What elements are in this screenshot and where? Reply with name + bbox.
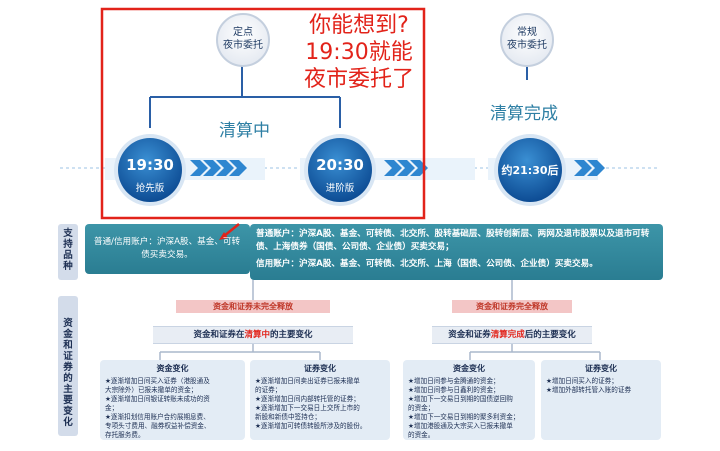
right-main-pre: 资金和证券: [448, 330, 491, 340]
timeline-arrows-3: [574, 160, 605, 176]
time-1930-sub: 抢先版: [135, 183, 165, 194]
timeline-arrows-1: [190, 160, 247, 176]
card3-line: ★增加港股通及大宗买入已报未撤单: [408, 422, 513, 430]
left-pink-bar: 资金和证券未完全释放: [176, 300, 330, 313]
card1-line: 专项头寸费用、融券权益补偿资金、: [105, 422, 211, 430]
fixed-price-night-order: 定点 夜市委托: [213, 26, 273, 52]
card2-line: ★逐渐增加下一交易日上交所上市的: [255, 404, 360, 412]
card3-line: ★增加下一交易日到期的国债逆回购: [408, 395, 513, 403]
callout-text: 你能想到? 19:30就能 夜市委托了: [298, 12, 420, 93]
time-circle-1930: [118, 138, 182, 202]
time-circle-2030: [308, 138, 372, 202]
card2-line: ★逐渐增加可转债转股所涉及的股份。: [255, 422, 367, 430]
support-ordinary-credit: 普通/信用账户：沪深A股、基金、可转债买卖交易。: [93, 237, 241, 260]
card1-line: ★逐渐增加日间买入证券（港股通及: [105, 377, 210, 385]
time-2030: 20:30: [316, 156, 364, 174]
card-left-funds: 资金变化 ★逐渐增加日间买入证券（港股通及 大宗除外）已报未撤单的资金； ★逐渐…: [100, 360, 245, 440]
regular-night-order: 常规 夜市委托: [497, 26, 557, 52]
left-main-post: 的主要变化: [270, 330, 313, 340]
left-main-red: 清算中: [244, 330, 270, 340]
left-main-bar: 资金和证券在清算中的主要变化: [153, 326, 353, 344]
callout-line3: 夜市委托了: [303, 67, 414, 92]
card2-line: ★逐渐增加日间内部转托管的证券；: [255, 395, 360, 403]
left-main-pre: 资金和证券在: [193, 330, 245, 340]
fixed-price-line1: 定点: [233, 27, 253, 38]
changes-label: 资金和证券的主要变化: [63, 318, 73, 428]
card-right-funds: 资金变化 ★增加日间参与金腾通的资金； ★增加日间参与日鑫利的资金； ★增加下一…: [403, 360, 535, 440]
card-left-securities: 证券变化 ★逐渐增加日间卖出证券已报未撤单 的证券； ★逐渐增加日间内部转托管的…: [250, 360, 390, 440]
card4-line: ★增加日间买入的证券；: [546, 377, 618, 385]
regular-circle: [500, 13, 554, 67]
card3-title: 资金变化: [453, 364, 485, 373]
card1-line: ★逐渐扣划信用账户合约展期息费、: [105, 413, 210, 421]
changes-label-box: [58, 296, 78, 436]
card1-line: 存托服务费。: [105, 431, 145, 439]
fixed-price-line2: 夜市委托: [223, 40, 263, 51]
card2-title: 证券变化: [304, 364, 336, 373]
card2-line: ★逐渐增加日间卖出证券已报未撤单: [255, 377, 360, 385]
card2-line: 新股和新债中签持仓；: [255, 413, 321, 421]
clearing-label: 清算中: [219, 121, 270, 141]
highlight-frame: [100, 7, 426, 220]
card4-line: ★增加外部转托管入账的证券: [546, 386, 632, 394]
support-label: 支持品种: [63, 228, 73, 272]
card3-line: 的资金。: [408, 431, 435, 439]
callout-line2: 19:30就能: [305, 40, 413, 65]
support-left-box: [85, 224, 250, 274]
card1-line: 大宗除外）已报未撤单的资金；: [105, 386, 198, 394]
right-main-bar: 资金和证券清算完成后的主要变化: [432, 326, 592, 344]
card1-title: 资金变化: [156, 364, 189, 373]
card3-line: ★增加下一交易日到期的聚多利资金；: [408, 413, 520, 421]
time-circle-2130: [498, 138, 562, 202]
card-right-securities: 证券变化 ★增加日间买入的证券； ★增加外部转托管入账的证券: [541, 360, 661, 440]
card3-line: ★增加日间参与日鑫利的资金；: [408, 386, 500, 394]
regular-line2: 夜市委托: [507, 40, 547, 51]
right-main-red: 清算完成: [490, 330, 525, 340]
right-main-post: 后的主要变化: [524, 330, 576, 340]
regular-line1: 常规: [517, 27, 537, 38]
card2-line: 的证券；: [255, 386, 282, 394]
card1-line: ★逐渐增加日间银证转账未成功的资: [105, 395, 210, 403]
support-credit: 信用账户：沪深A股、基金、可转债、北交所、上海（国债、公司债、企业债）买卖交易。: [256, 259, 598, 269]
support-ordinary: 普通账户：沪深A股、基金、可转债、北交所、股转基础层、股转创新层、两网及退市股票…: [256, 229, 650, 252]
support-right-box: [250, 224, 663, 280]
fixed-price-circle: [216, 13, 270, 67]
callout-line1: 你能想到?: [309, 13, 409, 38]
card3-line: 的资金；: [408, 404, 435, 412]
card3-line: ★增加日间参与金腾通的资金；: [408, 377, 500, 385]
card1-line: 金；: [105, 404, 119, 412]
card4-title: 证券变化: [585, 364, 617, 373]
support-right-text: 普通账户：沪深A股、基金、可转债、北交所、股转基础层、股转创新层、两网及退市股票…: [256, 228, 656, 271]
time-1930: 19:30: [126, 156, 174, 174]
time-2130: 约21:30后: [501, 164, 559, 177]
time-2030-sub: 进阶版: [325, 183, 355, 194]
right-pink-bar: 资金和证券完全释放: [452, 300, 572, 313]
support-label-box: [58, 224, 78, 280]
clearing-done-label: 清算完成: [490, 104, 558, 124]
